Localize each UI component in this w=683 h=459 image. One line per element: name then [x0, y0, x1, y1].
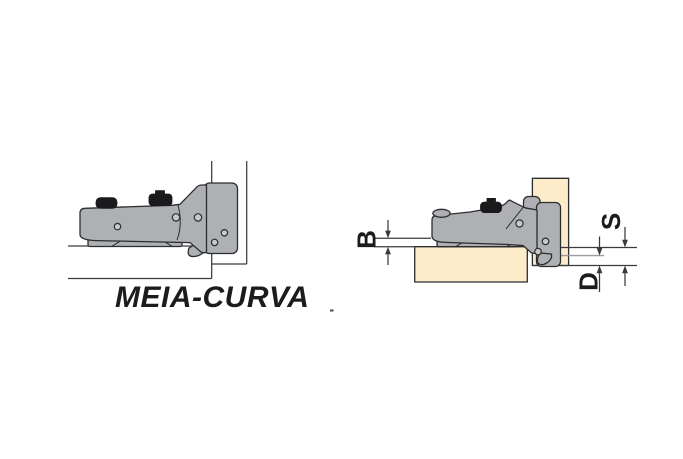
hinge-left [79, 182, 239, 258]
hinge-hole [210, 238, 219, 247]
arm-bend-line [505, 207, 524, 230]
arrow-down-icon [622, 239, 628, 248]
dimension-s: S [596, 213, 628, 286]
arrow-up-icon [385, 246, 391, 255]
cabinet-panel [414, 246, 528, 283]
dimension-d: D [574, 236, 604, 292]
stray-mark [330, 309, 334, 312]
arrow-up-icon [596, 265, 603, 274]
arrow-up-icon [622, 265, 628, 274]
arrow-down-icon [385, 230, 391, 239]
hinge-hole [534, 247, 542, 256]
cup-hook [536, 252, 553, 266]
caption-meia-curva: MEIA-CURVA [115, 281, 310, 314]
dimension-b-label: B [352, 230, 382, 249]
adjustment-screw-icon [95, 197, 118, 209]
hinge-right [431, 195, 562, 268]
hinge-hole [515, 219, 524, 228]
arm-bend-line [176, 204, 181, 241]
hinge-hole [220, 229, 229, 237]
hinge-hole [541, 237, 550, 246]
dimension-d-label: D [574, 272, 604, 291]
right-diagram-hinge-section: B S D [352, 177, 637, 292]
door-plate [203, 182, 239, 255]
hinge-arm [79, 184, 208, 254]
hinge-hole [171, 213, 181, 222]
mounting-screw-icon [480, 201, 502, 214]
mounting-screw-icon [148, 193, 173, 207]
arrow-down-icon [596, 247, 603, 256]
dimension-s-label: S [596, 213, 626, 230]
hinge-hole [193, 213, 203, 222]
dimension-b: B [352, 220, 391, 265]
hinge-hole [113, 222, 122, 231]
left-diagram-hinge-side-view [68, 161, 334, 312]
cam-dome-icon [432, 208, 451, 218]
